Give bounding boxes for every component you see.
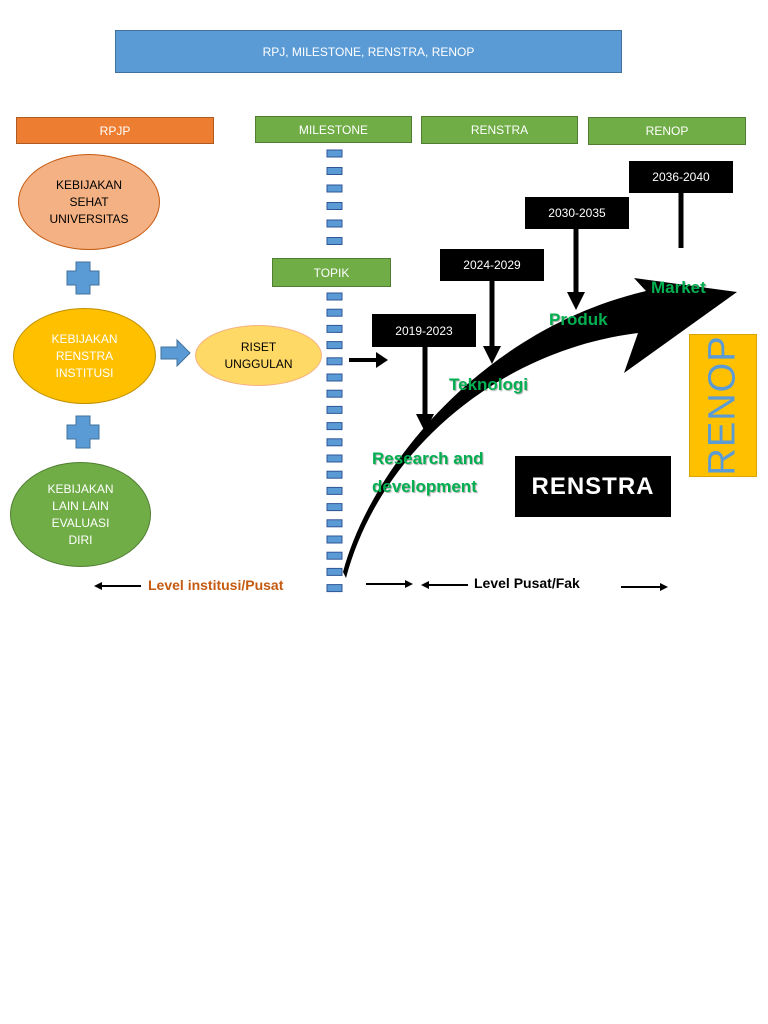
ellipse-kebijakan-sehat: KEBIJAKAN SEHAT UNIVERSITAS (18, 154, 160, 250)
plus-icon-lower (66, 415, 100, 449)
header-rpjp: RPJP (16, 117, 214, 144)
milestone-dash (326, 567, 343, 576)
milestone-dash (326, 551, 343, 560)
milestone-dash (326, 454, 343, 463)
milestone-dash (326, 219, 343, 228)
level-fak-label: Level Pusat/Fak (474, 575, 580, 591)
ellipse-kebijakan-renstra: KEBIJAKAN RENSTRA INSTITUSI (13, 308, 156, 404)
stage-research-line2: development (372, 477, 477, 496)
header-renop: RENOP (588, 117, 746, 145)
ellipse-kebijakan-lain-label: KEBIJAKAN LAIN LAIN EVALUASI DIRI (47, 481, 114, 547)
milestone-dash (326, 149, 343, 158)
milestone-dash (326, 373, 343, 382)
stage-market: Market (651, 278, 706, 297)
ellipse-kebijakan-lain: KEBIJAKAN LAIN LAIN EVALUASI DIRI (10, 462, 151, 567)
milestone-dashed-line (326, 149, 343, 593)
milestone-dash (326, 237, 343, 245)
header-milestone-label: MILESTONE (298, 122, 369, 137)
milestone-dash (326, 184, 343, 193)
ellipse-kebijakan-sehat-label: KEBIJAKAN SEHAT UNIVERSITAS (49, 177, 129, 226)
arrow-down-icon-2 (483, 346, 501, 364)
period-label-2: 2024-2029 (463, 258, 521, 272)
arrow-right-icon-renstra-riset (160, 338, 191, 368)
header-renop-label: RENOP (645, 124, 689, 138)
milestone-dash (326, 292, 343, 301)
milestone-dash (326, 503, 343, 512)
arrow-down-icon-1 (416, 414, 434, 432)
level-institusi-label: Level institusi/Pusat (148, 577, 284, 593)
milestone-dash (326, 422, 343, 431)
period-label-3: 2030-2035 (548, 206, 606, 220)
arrow-right-icon-milestone (376, 352, 388, 368)
period-label-4: 2036-2040 (652, 170, 710, 184)
header-rpjp-label: RPJP (99, 123, 131, 138)
ellipse-riset-unggulan: RISET UNGGULAN (195, 325, 322, 386)
milestone-dash (326, 308, 343, 317)
ellipse-riset-unggulan-label: RISET UNGGULAN (224, 339, 293, 371)
milestone-dash (326, 535, 343, 544)
arrow-left-icon-institusi (94, 582, 102, 590)
milestone-dash (326, 438, 343, 447)
milestone-dash (326, 389, 343, 398)
milestone-dash (326, 519, 343, 528)
title-bar: RPJ, MILESTONE, RENSTRA, RENOP (115, 30, 622, 73)
arrow-left-icon-fak (421, 581, 429, 589)
milestone-dash (326, 341, 343, 350)
header-renstra: RENSTRA (421, 116, 578, 144)
renop-block-label: RENOP (701, 335, 744, 476)
milestone-dash (326, 357, 343, 366)
period-box-3: 2030-2035 (525, 197, 629, 229)
topik-label: TOPIK (313, 265, 350, 280)
milestone-dash (326, 202, 343, 210)
renop-block: RENOP (689, 334, 757, 477)
milestone-dash (326, 405, 343, 414)
header-milestone: MILESTONE (255, 116, 412, 143)
stage-teknologi: Teknologi (449, 375, 529, 394)
curved-arrow (343, 278, 737, 578)
ellipse-kebijakan-renstra-label: KEBIJAKAN RENSTRA INSTITUSI (51, 331, 118, 380)
period-label-1: 2019-2023 (395, 323, 453, 338)
stage-research-line1: Research and (372, 449, 484, 468)
title-text: RPJ, MILESTONE, RENSTRA, RENOP (262, 44, 475, 59)
arrow-down-icon-3 (567, 292, 585, 310)
renstra-block-label: RENSTRA (531, 472, 655, 500)
milestone-dash (326, 167, 343, 175)
period-box-1: 2019-2023 (372, 314, 476, 347)
stage-produk: Produk (549, 310, 608, 329)
milestone-dash (326, 486, 343, 495)
period-box-4: 2036-2040 (629, 161, 733, 193)
milestone-dash (326, 584, 343, 593)
arrow-right-icon-fak (660, 583, 668, 591)
plus-icon-upper (66, 261, 100, 295)
topik-box: TOPIK (272, 258, 391, 287)
milestone-dash (326, 470, 343, 479)
milestone-dash (326, 324, 343, 333)
header-renstra-label: RENSTRA (470, 123, 529, 137)
renstra-block: RENSTRA (515, 456, 671, 517)
period-box-2: 2024-2029 (440, 249, 544, 281)
arrow-right-icon-level-1 (405, 580, 413, 588)
